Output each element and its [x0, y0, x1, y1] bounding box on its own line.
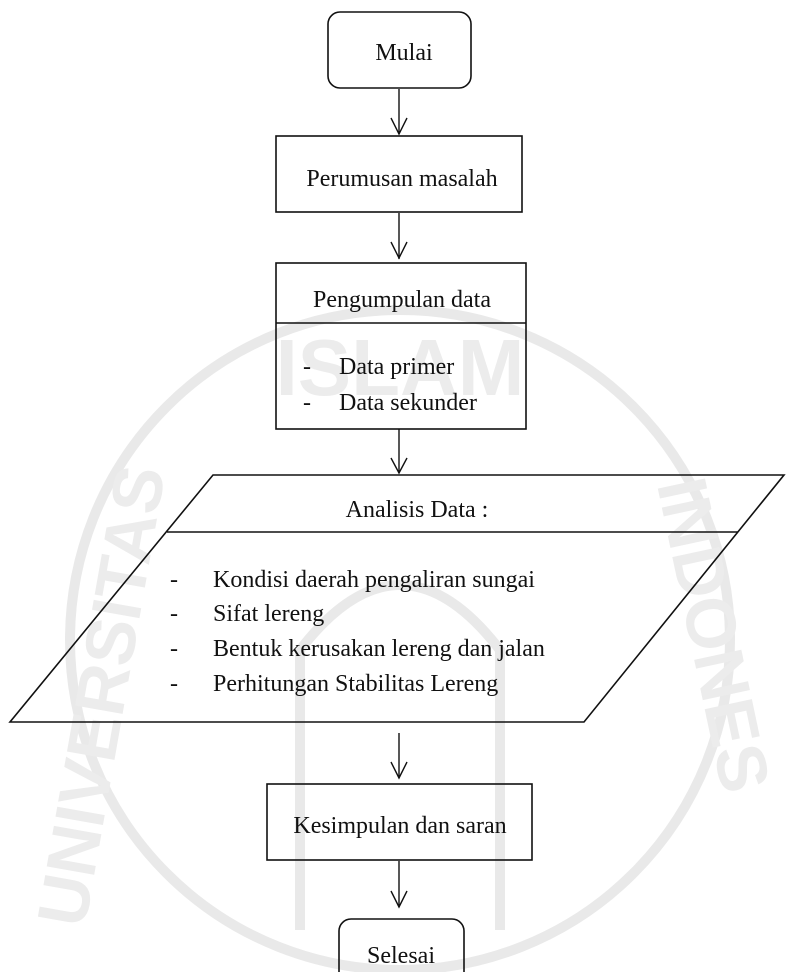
- step-data-analysis-item-2: Sifat lereng: [213, 601, 324, 627]
- step-data-analysis: [8, 474, 786, 723]
- step-conclusion-label: Kesimpulan dan saran: [293, 813, 506, 839]
- watermark-ring: [65, 305, 735, 972]
- step-data-analysis-dash-1: -: [170, 567, 178, 593]
- watermark-emblem: [295, 580, 505, 930]
- step-data-analysis-dash-2: -: [170, 601, 178, 627]
- step-problem-formulation: [275, 135, 523, 213]
- step-data-collection-title: Pengumpulan data: [313, 287, 491, 313]
- step-data-collection-dash-1: -: [303, 354, 311, 380]
- arrow-start-to-step1: [390, 89, 408, 136]
- step-data-collection-dash-2: -: [303, 390, 311, 416]
- arrow-step2-to-step3: [390, 429, 408, 475]
- step-data-collection: [275, 262, 527, 430]
- start-label: Mulai: [375, 40, 433, 66]
- step-data-analysis-dash-4: -: [170, 671, 178, 697]
- step-problem-formulation-label: Perumusan masalah: [306, 166, 497, 192]
- step-data-collection-item-2: Data sekunder: [339, 390, 477, 416]
- step-data-analysis-item-1: Kondisi daerah pengaliran sungai: [213, 567, 535, 593]
- step-conclusion: [266, 783, 533, 861]
- watermark-text-right: INDONES: [642, 471, 785, 799]
- arrow-step1-to-step2: [390, 213, 408, 260]
- arrow-step4-to-end: [390, 861, 408, 909]
- arrow-step3-to-step4: [390, 733, 408, 780]
- step-data-analysis-item-3: Bentuk kerusakan lereng dan jalan: [213, 636, 545, 662]
- step-data-analysis-item-4: Perhitungan Stabilitas Lereng: [213, 671, 498, 697]
- step-data-analysis-dash-3: -: [170, 636, 178, 662]
- start-terminator: [327, 11, 472, 89]
- watermark-text-top: ISLAM: [276, 323, 525, 412]
- step-data-collection-item-1: Data primer: [339, 354, 454, 380]
- end-terminator: [338, 918, 465, 972]
- step-data-analysis-title: Analisis Data :: [346, 497, 489, 523]
- end-label: Selesai: [367, 943, 435, 969]
